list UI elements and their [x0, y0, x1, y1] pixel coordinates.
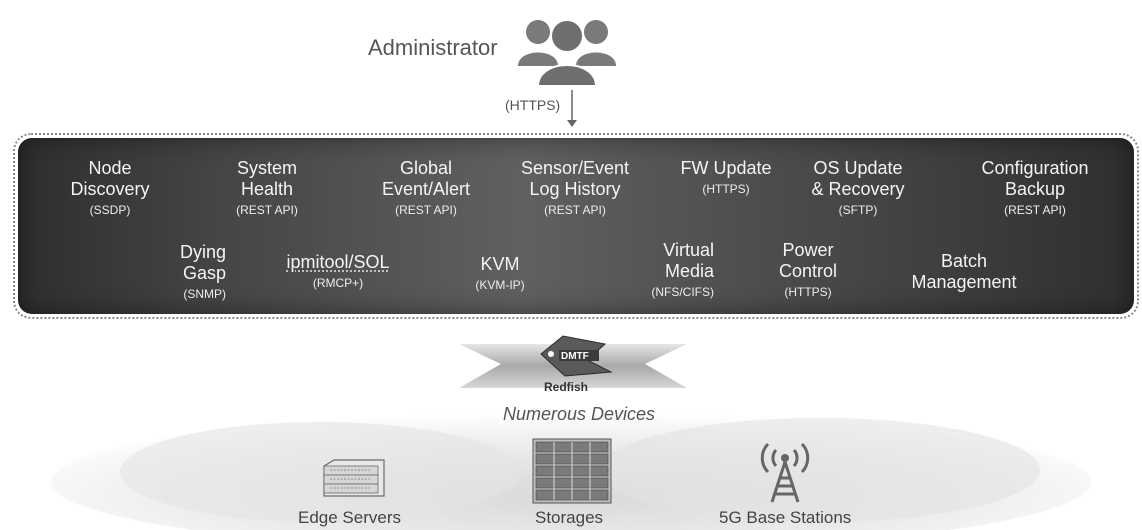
administrator-label: Administrator [368, 35, 498, 60]
feature-title: Power [782, 240, 834, 260]
server-rack-icon [323, 459, 385, 497]
feature-protocol: (SSDP) [89, 203, 131, 218]
feature-title: Control [778, 261, 838, 282]
feature-protocol: (RMCP+) [312, 276, 364, 291]
feature-dying-gasp: Dying Gasp (SNMP) [150, 242, 226, 302]
feature-node-discovery: Node Discovery (SSDP) [60, 158, 160, 218]
feature-virtual-media: Virtual Media (NFS/CIFS) [614, 240, 714, 300]
feature-title: Global [399, 158, 453, 178]
feature-title: OS Update [813, 158, 903, 178]
feature-configuration-backup: Configuration Backup (REST API) [966, 158, 1104, 218]
https-protocol-label: (HTTPS) [505, 97, 561, 113]
feature-title: Media [664, 261, 714, 282]
feature-system-health: System Health (REST API) [222, 158, 312, 218]
feature-protocol: (HTTPS) [702, 182, 750, 197]
feature-title: Configuration [981, 158, 1089, 178]
feature-protocol: (REST API) [544, 203, 606, 218]
redfish-label: Redfish [544, 380, 589, 394]
feature-title: System [236, 158, 297, 178]
feature-title: Batch [940, 251, 988, 271]
feature-protocol: (NFS/CIFS) [651, 285, 714, 300]
feature-global-event-alert: Global Event/Alert (REST API) [370, 158, 482, 218]
feature-batch-management: Batch Management [900, 251, 1028, 293]
feature-title: Dying [179, 242, 226, 262]
panel-outline [13, 133, 1139, 319]
feature-kvm: KVM (KVM-IP) [455, 254, 545, 292]
feature-protocol: (REST API) [395, 203, 457, 218]
feature-title: Discovery [70, 179, 150, 200]
feature-protocol: (HTTPS) [784, 285, 832, 300]
user-group-icon [518, 19, 616, 87]
feature-title: Backup [1004, 179, 1066, 200]
numerous-devices-heading: Numerous Devices [503, 404, 656, 424]
feature-title: Sensor/Event [520, 158, 630, 178]
feature-sensor-event-log-history: Sensor/Event Log History (REST API) [508, 158, 642, 218]
feature-title: Node [88, 158, 132, 178]
feature-title: Log History [529, 179, 621, 200]
5g-base-stations-label: 5G Base Stations [719, 508, 852, 527]
feature-protocol: (KVM-IP) [475, 278, 525, 293]
feature-title: KVM [480, 254, 520, 274]
feature-os-update-recovery: OS Update & Recovery (SFTP) [800, 158, 916, 218]
feature-power-control: Power Control (HTTPS) [760, 240, 856, 300]
feature-fw-update: FW Update (HTTPS) [670, 158, 782, 196]
redfish-bidirectional-arrow [459, 335, 687, 388]
dmtf-logo-text: DMTF [561, 351, 589, 362]
feature-title: Event/Alert [381, 179, 471, 200]
edge-servers-label: Edge Servers [298, 508, 401, 527]
management-features-panel [18, 138, 1134, 314]
feature-protocol: (REST API) [236, 203, 298, 218]
feature-protocol: (SNMP) [183, 287, 226, 302]
feature-protocol: (REST API) [1004, 203, 1066, 218]
feature-title: FW Update [680, 158, 772, 178]
feature-protocol: (SFTP) [838, 203, 878, 218]
feature-ipmitool-sol: ipmitool/SOL (RMCP+) [268, 252, 408, 290]
cell-tower-icon [760, 442, 810, 503]
feature-title: Health [240, 179, 294, 200]
feature-title: & Recovery [811, 179, 905, 200]
storages-label: Storages [535, 508, 604, 527]
feature-title: Gasp [182, 263, 226, 284]
feature-title: Virtual [663, 240, 714, 260]
storage-array-icon [532, 438, 612, 504]
feature-title: Management [911, 272, 1017, 293]
feature-title: ipmitool/SOL [286, 252, 390, 272]
down-arrow-icon [567, 90, 577, 127]
